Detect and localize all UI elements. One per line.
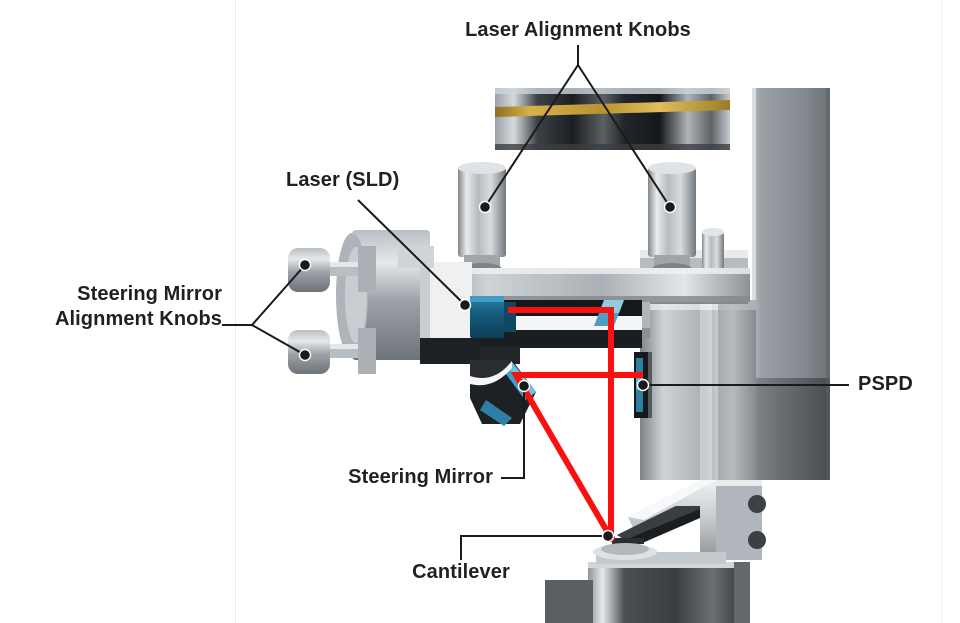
- leader-dot-steering-mirror: [517, 379, 531, 393]
- leader-dot-pspd: [636, 378, 650, 392]
- head-rear-block: [640, 300, 756, 480]
- cantilever-holder: [612, 480, 766, 560]
- support-column: [752, 88, 830, 480]
- leader-dot-laser-knob-left: [478, 200, 492, 214]
- leader-dot-cantilever: [601, 529, 615, 543]
- laser-alignment-knob-left[interactable]: [458, 162, 506, 275]
- leader-dot-steering-knob-upper: [298, 258, 312, 272]
- laser-alignment-knob-right[interactable]: [648, 162, 696, 275]
- label-cantilever: Cantilever: [412, 561, 510, 583]
- label-laser-sld: Laser (SLD): [286, 169, 400, 191]
- label-laser-alignment-knobs: Laser Alignment Knobs: [465, 19, 691, 41]
- laser-mount-plate: [420, 338, 520, 364]
- leader-dot-laser-sld: [458, 298, 472, 312]
- background-edge-right: [941, 0, 942, 623]
- leader-dot-steering-knob-lower: [298, 348, 312, 362]
- background-edge-left: [235, 0, 236, 623]
- label-steering-mirror: Steering Mirror: [348, 466, 493, 488]
- label-steering-knobs-line2: Alignment Knobs: [54, 308, 222, 330]
- small-post: [702, 228, 724, 270]
- steering-knob-upper[interactable]: [288, 246, 376, 292]
- label-pspd: PSPD: [858, 373, 913, 395]
- leader-lines: [222, 45, 849, 560]
- sample-stage: [545, 543, 750, 623]
- label-steering-knobs-line1: Steering Mirror: [77, 283, 222, 305]
- leader-dot-laser-knob-right: [663, 200, 677, 214]
